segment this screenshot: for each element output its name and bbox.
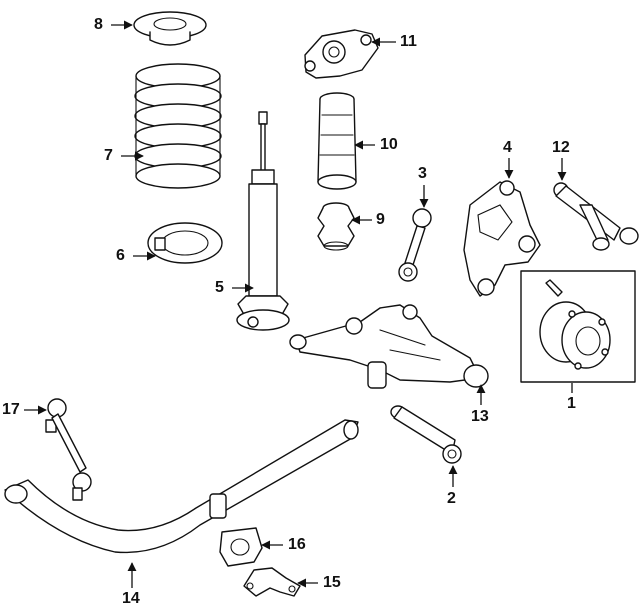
callout-6: 6 bbox=[116, 247, 125, 264]
bar-bushing bbox=[219, 527, 263, 567]
spring-upper-seat bbox=[133, 11, 207, 46]
callout-3: 3 bbox=[418, 165, 427, 182]
hub-bearing bbox=[520, 270, 636, 383]
callout-9: 9 bbox=[376, 211, 385, 228]
upper-mount bbox=[304, 29, 379, 79]
dust-boot bbox=[317, 92, 357, 190]
bushing-bracket bbox=[243, 567, 301, 597]
knuckle bbox=[463, 180, 541, 297]
callout-16: 16 bbox=[288, 536, 306, 553]
callout-5: 5 bbox=[215, 279, 224, 296]
stabilizer-bar-link bbox=[45, 398, 92, 501]
callout-7: 7 bbox=[104, 147, 113, 164]
shock-absorber bbox=[236, 111, 290, 331]
lower-control-arm bbox=[289, 304, 489, 389]
callout-4: 4 bbox=[503, 139, 512, 156]
callout-17: 17 bbox=[2, 401, 20, 418]
callout-1: 1 bbox=[567, 395, 576, 412]
callout-leaders bbox=[24, 20, 573, 588]
callout-2: 2 bbox=[447, 490, 456, 507]
stabilizer-link bbox=[398, 208, 432, 282]
callout-13: 13 bbox=[471, 408, 489, 425]
callout-8: 8 bbox=[94, 16, 103, 33]
jounce-bumper bbox=[317, 202, 355, 251]
callout-14: 14 bbox=[122, 590, 140, 607]
upper-control-arm bbox=[553, 182, 639, 251]
callout-11: 11 bbox=[400, 33, 417, 50]
coil-spring bbox=[134, 63, 222, 189]
stabilizer-bar bbox=[4, 419, 359, 554]
spring-lower-seat bbox=[147, 222, 223, 264]
callout-12: 12 bbox=[552, 139, 570, 156]
callout-10: 10 bbox=[380, 136, 398, 153]
callout-15: 15 bbox=[323, 574, 341, 591]
toe-link bbox=[390, 405, 462, 464]
